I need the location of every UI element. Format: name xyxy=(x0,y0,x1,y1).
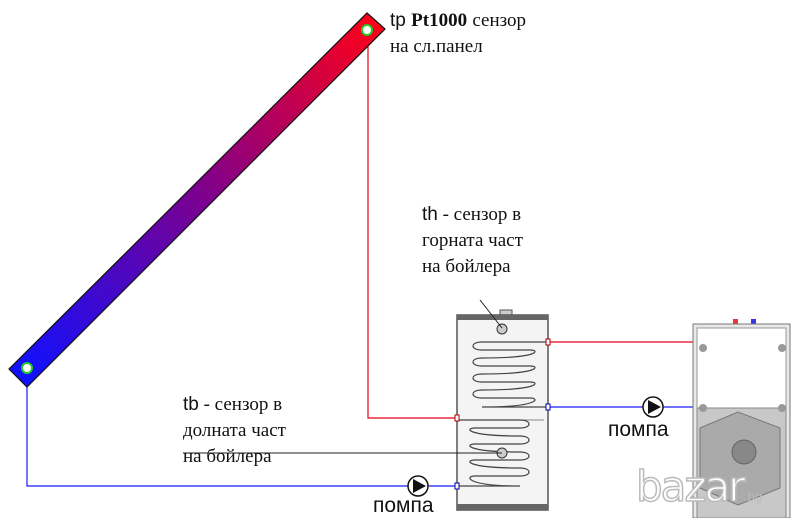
water-tank xyxy=(454,309,551,511)
label-th: th - сензор в горната част на бойлера xyxy=(422,202,523,280)
th-leader-line xyxy=(479,299,503,329)
solar-panel xyxy=(8,12,386,388)
sensor-collector-bottom-icon xyxy=(21,362,33,374)
label-tb: tb - сензор в долната част на бойлера xyxy=(183,392,286,470)
boiler xyxy=(692,319,791,518)
tb-code: tb xyxy=(183,394,199,415)
pump-label-boiler: помпа xyxy=(608,418,669,441)
watermark-suffix: .bg xyxy=(743,490,763,504)
tb-line2: долната част xyxy=(183,420,286,441)
watermark-text: bazar xyxy=(635,461,746,512)
pump-icon-boiler xyxy=(642,396,664,418)
tp-line1: сензор xyxy=(472,10,527,31)
tp-sensor-type: Pt1000 xyxy=(411,10,468,31)
watermark: bazar.bg xyxy=(635,461,763,512)
pump-icon-bottom xyxy=(407,475,429,497)
th-line2: горната част xyxy=(422,230,523,251)
pump-label-bottom: помпа xyxy=(373,494,434,517)
th-line1: - сензор в xyxy=(442,204,522,225)
cold-pipe-collector xyxy=(26,378,458,487)
tp-line2: на сл.панел xyxy=(390,36,483,57)
tb-line1: - сензор в xyxy=(203,394,283,415)
hot-pipe-collector xyxy=(367,30,458,419)
label-tp: tp Pt1000 сензор на сл.панел xyxy=(390,8,526,60)
sensor-tp-icon xyxy=(361,24,373,36)
tb-line3: на бойлера xyxy=(183,446,272,467)
th-line3: на бойлера xyxy=(422,256,511,277)
th-code: th xyxy=(422,204,438,225)
tp-code: tp xyxy=(390,10,406,31)
